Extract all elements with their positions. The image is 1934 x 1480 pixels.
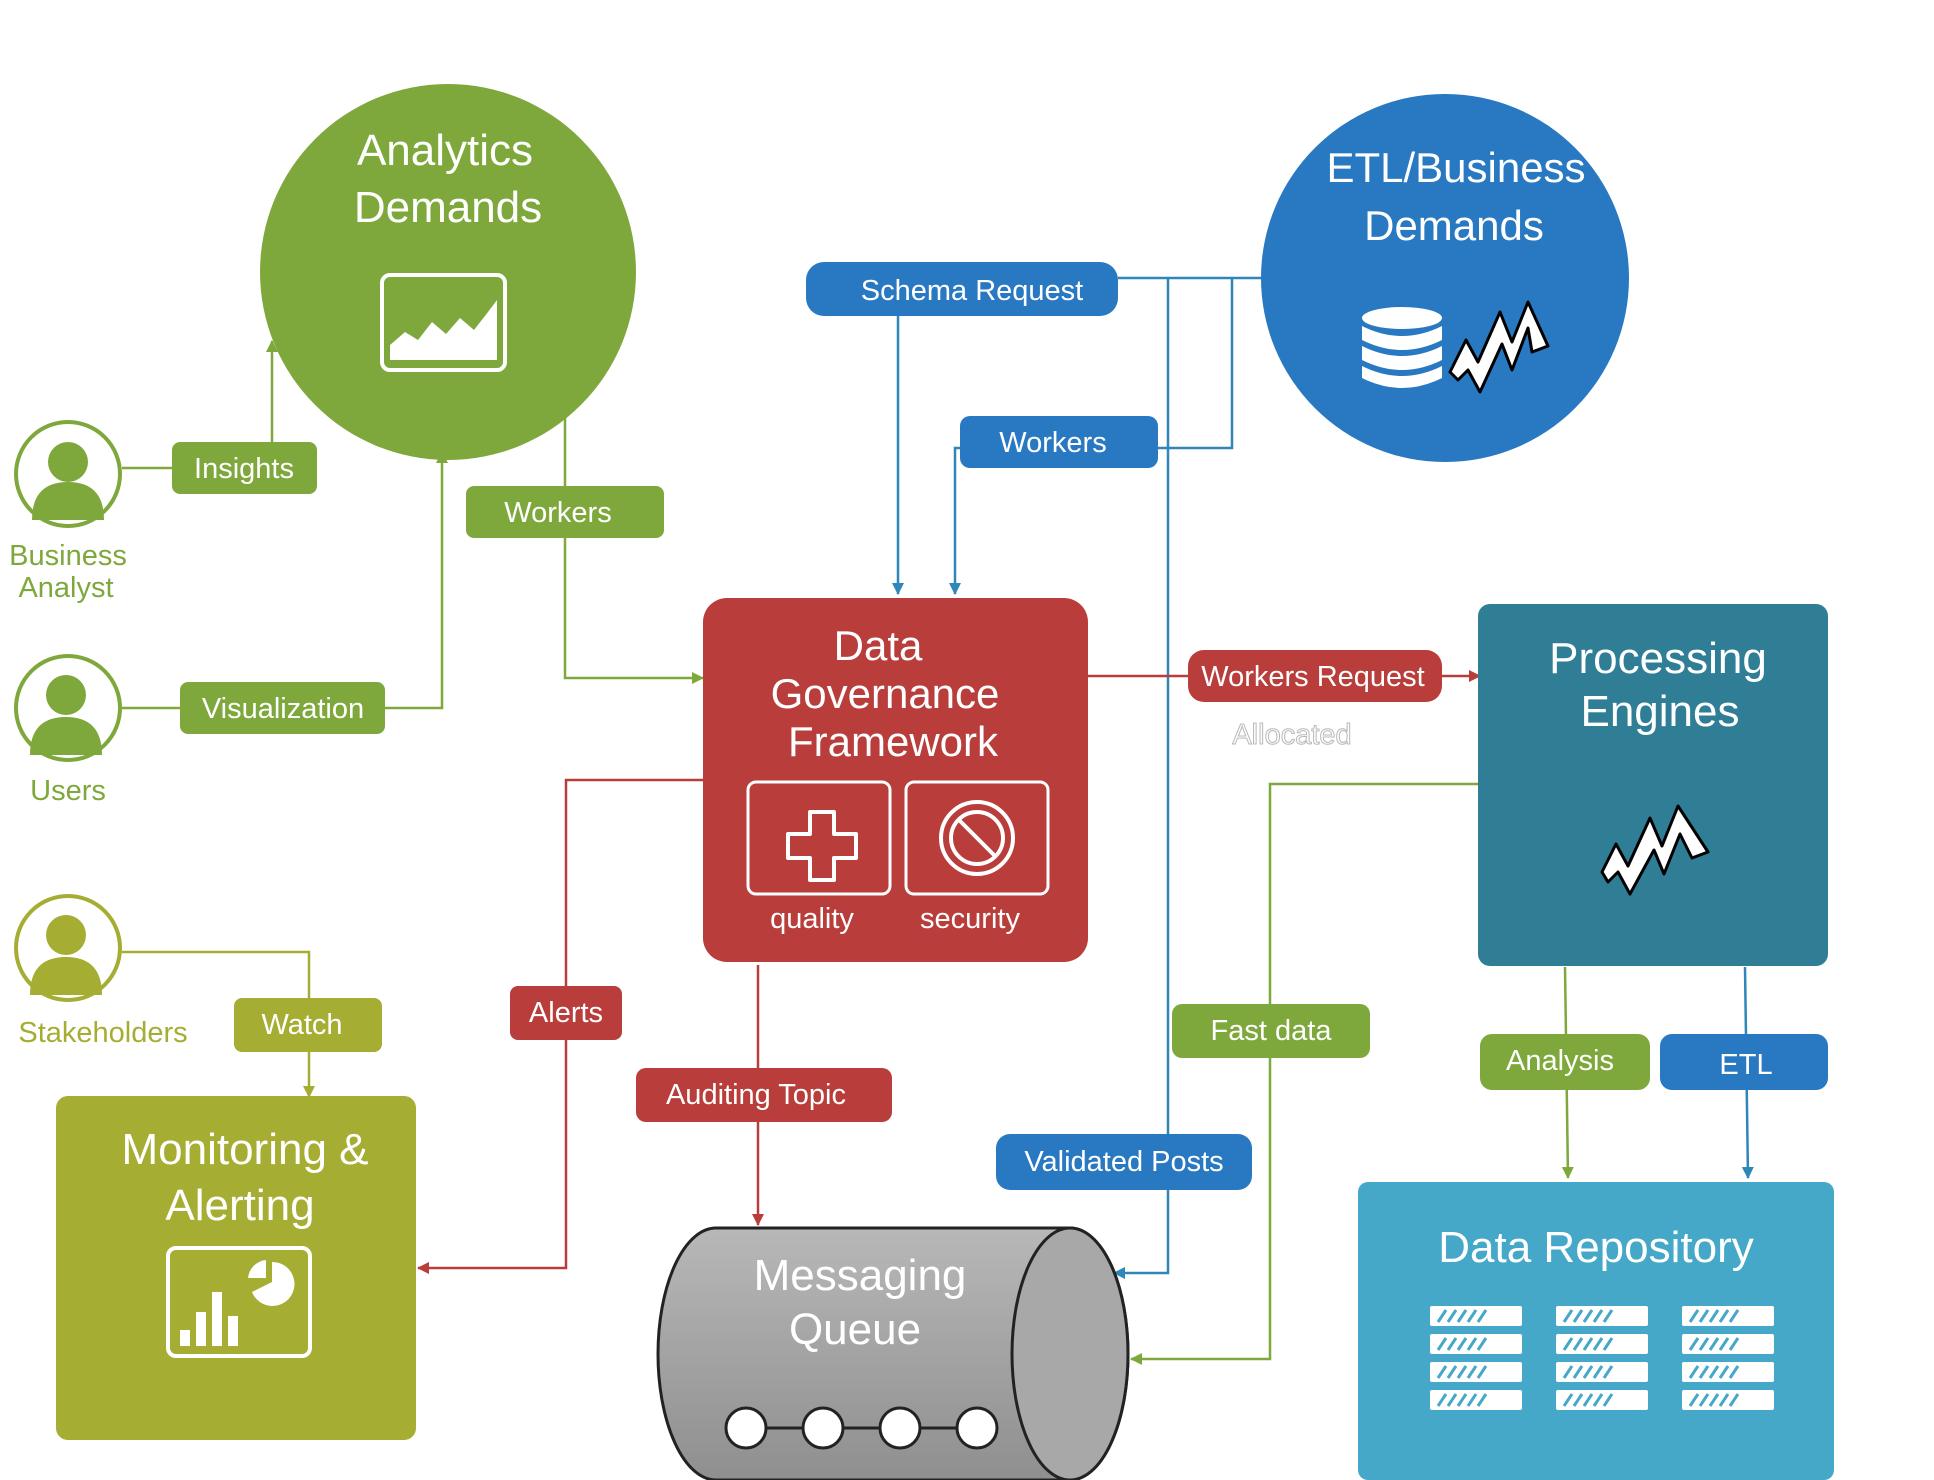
etl-business-demands-title-line2: Demands (1364, 202, 1544, 249)
lightning-icon (1448, 300, 1550, 394)
monitoring-alerting-title-line1: Monitoring & (121, 1125, 368, 1174)
edge-fast-data (1130, 782, 1478, 1365)
messaging-queue-node: Messaging Queue (656, 1226, 1130, 1480)
processing-engines-title-line2: Engines (1580, 687, 1739, 736)
edge-workers-green (563, 410, 704, 684)
edge-workers-blue (1158, 278, 1234, 450)
edge-label-visualization: Visualization (180, 682, 385, 734)
monitoring-alerting-node: Monitoring & Alerting (56, 1096, 416, 1440)
security-label: security (920, 903, 1020, 935)
data-repository-node: Data Repository (1358, 1182, 1834, 1480)
svg-text:Schema Request: Schema Request (861, 275, 1083, 307)
analytics-demands-title-line2: Demands (354, 183, 542, 232)
business-analyst-label-line1: Business (9, 540, 127, 572)
edge-label-workers-green: Workers (466, 486, 664, 538)
messaging-queue-title-line2: Queue (789, 1305, 921, 1354)
processing-engines-title-line1: Processing (1549, 634, 1767, 683)
svg-text:Auditing Topic: Auditing Topic (666, 1079, 846, 1111)
svg-text:Workers Request: Workers Request (1201, 661, 1425, 693)
monitoring-alerting-title-line2: Alerting (165, 1181, 314, 1230)
users-actor: Users (14, 654, 122, 807)
server-rack-icon (1556, 1306, 1648, 1410)
person-icon (30, 675, 102, 755)
svg-text:Analysis: Analysis (1506, 1045, 1614, 1077)
edge-label-analysis: Analysis (1480, 1034, 1650, 1090)
bar-pie-chart-icon (166, 1246, 312, 1358)
plus-icon (786, 810, 858, 882)
etl-business-demands-node: ETL/Business Demands (1261, 94, 1629, 462)
stakeholders-actor: Stakeholders (14, 894, 188, 1049)
allocated-label: Allocated (1232, 719, 1351, 751)
prohibited-icon (939, 800, 1015, 876)
edge-label-workers-request: Workers Request (1188, 650, 1442, 702)
data-repository-title: Data Repository (1438, 1223, 1753, 1272)
data-governance-title-line3: Framework (788, 718, 999, 765)
person-icon (32, 442, 104, 520)
edge-label-schema-request: Schema Request (806, 262, 1118, 316)
edge-validated-posts (1113, 278, 1170, 1279)
messaging-queue-title-line1: Messaging (754, 1251, 967, 1300)
analytics-demands-node: Analytics Demands (260, 84, 636, 460)
svg-text:Alerts: Alerts (529, 997, 603, 1029)
database-icon (1362, 307, 1442, 388)
svg-text:ETL: ETL (1719, 1049, 1772, 1081)
quality-label: quality (770, 903, 854, 935)
area-chart-icon (380, 273, 507, 372)
data-governance-title-line1: Data (834, 622, 923, 669)
queue-nodes-icon (724, 1406, 999, 1450)
business-analyst-label-line2: Analyst (18, 572, 113, 604)
edge-label-fast-data: Fast data (1172, 1004, 1370, 1058)
stakeholders-label: Stakeholders (18, 1017, 187, 1049)
etl-business-demands-title-line1: ETL/Business (1326, 144, 1585, 191)
data-governance-node: Data Governance Framework quality securi… (703, 598, 1088, 962)
lightning-icon (1600, 804, 1710, 896)
edge-label-validated-posts: Validated Posts (996, 1134, 1252, 1190)
edge-label-etl: ETL (1660, 1034, 1828, 1090)
edge-label-alerts: Alerts (510, 986, 622, 1040)
data-governance-title-line2: Governance (771, 670, 1000, 717)
analytics-demands-title-line1: Analytics (357, 126, 533, 175)
svg-text:Watch: Watch (261, 1009, 342, 1041)
edge-label-insights: Insights (172, 442, 317, 494)
edge-label-workers-blue: Workers (960, 416, 1158, 468)
users-label: Users (30, 775, 106, 807)
svg-text:Insights: Insights (194, 453, 294, 485)
svg-text:Validated Posts: Validated Posts (1024, 1146, 1223, 1178)
svg-text:Visualization: Visualization (202, 693, 364, 725)
person-icon (30, 915, 102, 995)
business-analyst-actor: Business Analyst (9, 420, 127, 604)
server-rack-icon (1682, 1306, 1774, 1410)
svg-text:Fast data: Fast data (1211, 1015, 1333, 1047)
processing-engines-node: Processing Engines (1478, 604, 1828, 966)
svg-text:Workers: Workers (999, 427, 1106, 459)
edge-label-auditing-topic: Auditing Topic (636, 1068, 892, 1122)
edge-label-watch: Watch (234, 998, 382, 1052)
svg-text:Workers: Workers (504, 497, 611, 529)
server-rack-icon (1430, 1306, 1522, 1410)
